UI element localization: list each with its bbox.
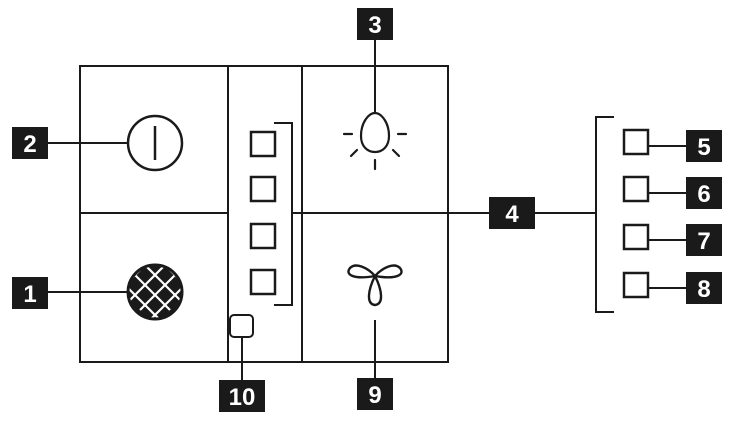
callout-3-badge [357, 8, 393, 40]
callout-2: 2 [12, 127, 48, 159]
speed-button-1[interactable] [249, 130, 277, 158]
speed-button-4[interactable] [249, 268, 277, 296]
callout-5-badge [686, 130, 722, 162]
callout-1-label: 1 [23, 281, 36, 308]
callout-4-label: 4 [505, 201, 519, 228]
detail-speed-button-1[interactable] [622, 128, 650, 156]
callout-4-badge [489, 197, 535, 229]
callout-7-label: 7 [697, 228, 710, 255]
callout-6-badge [686, 177, 722, 209]
detail-bracket [595, 116, 614, 313]
callout-8-badge [686, 272, 722, 304]
callout-3: 3 [357, 8, 393, 40]
callout-10-badge [219, 380, 265, 412]
light-bulb-icon [342, 111, 408, 171]
callout-8: 8 [686, 272, 722, 304]
grease-filter-button[interactable] [100, 230, 210, 330]
callout-8-label: 8 [697, 276, 710, 303]
callout-9: 9 [357, 378, 393, 410]
callout-7: 7 [686, 224, 722, 256]
speed-buttons-bracket [274, 122, 293, 306]
speed-buttons-panel [249, 122, 293, 306]
fan-icon [347, 264, 403, 307]
callout-6: 6 [686, 177, 722, 209]
callout-4: 4 [489, 197, 535, 229]
power-button[interactable] [126, 114, 184, 172]
fan-button[interactable] [347, 264, 403, 307]
light-button[interactable] [342, 111, 408, 171]
callout-2-badge [12, 127, 48, 159]
callout-10-label: 10 [229, 384, 256, 411]
callout-7-badge [686, 224, 722, 256]
speed-buttons-detail [595, 116, 650, 313]
callout-9-label: 9 [368, 382, 381, 409]
callout-10: 10 [219, 380, 265, 412]
callout-1: 1 [12, 277, 48, 309]
detail-speed-button-4[interactable] [622, 271, 650, 299]
speed-button-3[interactable] [249, 222, 277, 250]
callout-1-badge [12, 277, 48, 309]
timer-button[interactable] [229, 314, 254, 338]
leader-lines [48, 40, 686, 380]
timer-button-icon [229, 314, 254, 338]
detail-speed-button-2[interactable] [622, 175, 650, 203]
speed-button-2[interactable] [249, 175, 277, 203]
detail-speed-button-3[interactable] [622, 223, 650, 251]
callout-5-label: 5 [697, 134, 710, 161]
callout-3-label: 3 [368, 12, 381, 39]
callout-5: 5 [686, 130, 722, 162]
power-icon [126, 114, 184, 172]
callout-2-label: 2 [23, 131, 36, 158]
callout-9-badge [357, 378, 393, 410]
grease-filter-icon [126, 263, 184, 321]
callout-6-label: 6 [697, 181, 710, 208]
